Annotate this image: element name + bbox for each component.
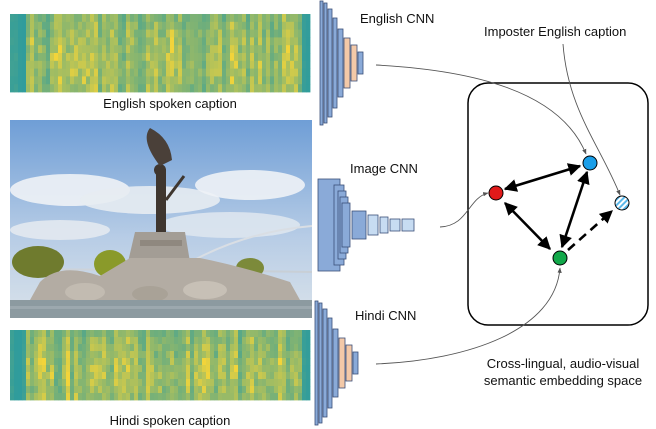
english-spectrogram-icon bbox=[10, 14, 311, 93]
english-cnn-label: English CNN bbox=[360, 11, 434, 26]
image-hindi-arrow bbox=[504, 202, 551, 250]
imposter-to-imposter-node-connector bbox=[562, 43, 621, 196]
image-english-arrow bbox=[503, 163, 582, 192]
hindi-embedding-node bbox=[552, 250, 568, 266]
embedding-space-caption-line2: semantic embedding space bbox=[484, 373, 642, 388]
embedding-space-box bbox=[467, 82, 649, 326]
image-cnn-to-image-node-connector bbox=[439, 192, 489, 228]
hindi-cnn-icon bbox=[314, 300, 359, 426]
hindi-imposter-dashed-arrow bbox=[567, 210, 613, 251]
english-cnn-to-english-node-connector bbox=[375, 64, 587, 155]
imposter-english-caption-label: Imposter English caption bbox=[484, 24, 626, 39]
statue-photo bbox=[9, 120, 313, 318]
english-embedding-node bbox=[582, 155, 598, 171]
embedding-space-caption-line1: Cross-lingual, audio-visual bbox=[487, 356, 640, 371]
hindi-spectrogram-icon bbox=[10, 330, 311, 401]
english-hindi-arrow bbox=[559, 170, 590, 249]
image-cnn-label: Image CNN bbox=[350, 161, 418, 176]
hindi-spoken-caption-label: Hindi spoken caption bbox=[110, 413, 231, 428]
hindi-cnn-label: Hindi CNN bbox=[355, 308, 416, 323]
imposter-embedding-node bbox=[614, 195, 630, 211]
english-cnn-icon bbox=[319, 0, 364, 126]
english-spoken-caption-label: English spoken caption bbox=[103, 96, 237, 111]
image-cnn-icon bbox=[317, 178, 415, 272]
image-embedding-node bbox=[488, 185, 504, 201]
hindi-cnn-to-hindi-node-connector bbox=[375, 267, 562, 365]
